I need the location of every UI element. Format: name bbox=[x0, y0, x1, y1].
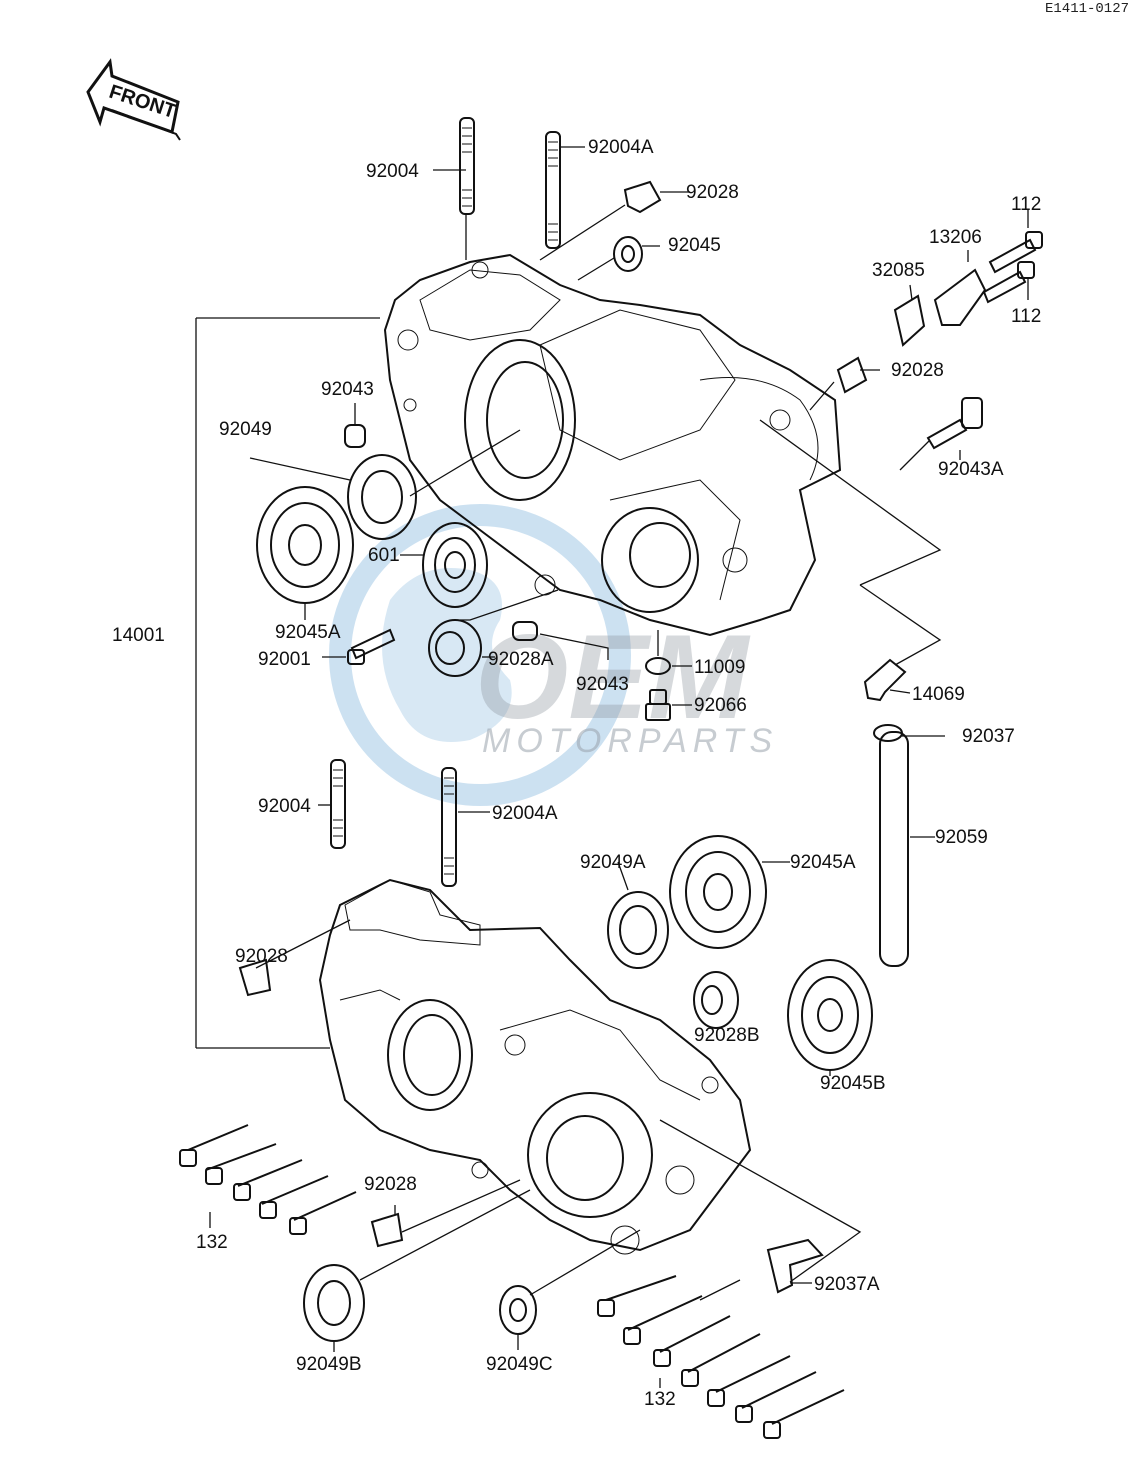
callout-92043-mid: 92043 bbox=[576, 674, 629, 695]
bolt-112-b bbox=[982, 261, 1035, 304]
callout-132-left: 132 bbox=[196, 1232, 228, 1253]
callout-14001: 14001 bbox=[112, 625, 165, 646]
collar-92028-right bbox=[836, 356, 868, 394]
callout-92004A-low: 92004A bbox=[492, 803, 558, 824]
oil-seal-92049C bbox=[499, 1285, 537, 1335]
callout-92045-top: 92045 bbox=[668, 235, 721, 256]
collar-92028B bbox=[693, 971, 739, 1029]
collar-92028A bbox=[428, 619, 482, 677]
callout-92045B: 92045B bbox=[820, 1073, 886, 1094]
bolt-92001 bbox=[347, 628, 396, 665]
callout-112-b: 112 bbox=[1011, 306, 1041, 327]
bracket-92037A bbox=[766, 1238, 824, 1294]
callout-11009: 11009 bbox=[694, 657, 745, 678]
bearing-92045B bbox=[787, 959, 873, 1071]
watermark-logo: OEM MOTORPARTS bbox=[329, 504, 778, 806]
bolt-set-132-left bbox=[179, 1124, 357, 1235]
bearing-92045A-left bbox=[256, 486, 354, 604]
oil-seal-92049 bbox=[347, 454, 417, 540]
callout-92004-low: 92004 bbox=[258, 796, 311, 817]
callout-92043-left: 92043 bbox=[321, 379, 374, 400]
callout-13206: 13206 bbox=[929, 227, 982, 248]
callout-92059: 92059 bbox=[935, 827, 988, 848]
callout-132-right: 132 bbox=[644, 1389, 676, 1410]
callout-labels: 92004 92004A 92028 92045 112 13206 32085… bbox=[112, 137, 1041, 1410]
breather-tube-92059 bbox=[879, 731, 909, 967]
callout-92004-top: 92004 bbox=[366, 161, 419, 182]
fitting-92043A bbox=[926, 397, 983, 450]
plate-13206 bbox=[933, 268, 987, 326]
elbow-fitting-14069 bbox=[863, 658, 907, 702]
diagram-ref-code: E1411-0127 bbox=[1045, 1, 1129, 17]
bearing-92045-top bbox=[613, 236, 643, 272]
lower-crankcase-half bbox=[318, 878, 752, 1255]
collar-92028-top bbox=[623, 180, 662, 214]
callout-92001: 92001 bbox=[258, 649, 311, 670]
callout-92043A: 92043A bbox=[938, 459, 1004, 480]
drain-plug-92066 bbox=[645, 689, 671, 721]
bearing-601 bbox=[422, 522, 488, 608]
dowel-pin-92043-left bbox=[344, 424, 366, 448]
front-arrow-icon: FRONT bbox=[86, 58, 181, 141]
bearing-92045A-low bbox=[669, 835, 767, 949]
callout-92028-right: 92028 bbox=[891, 360, 944, 381]
dowel-pin-92043-mid bbox=[512, 621, 538, 641]
callout-92045A-left: 92045A bbox=[275, 622, 341, 643]
washer-11009 bbox=[645, 657, 671, 675]
collar-92028-low bbox=[238, 958, 272, 997]
oil-seal-92049A bbox=[607, 891, 669, 969]
callout-92049C: 92049C bbox=[486, 1354, 553, 1375]
callout-601: 601 bbox=[368, 545, 400, 566]
upper-crankcase-half bbox=[383, 253, 842, 637]
watermark-main: OEM bbox=[475, 610, 751, 744]
bracket-32085 bbox=[893, 294, 926, 347]
callout-92049B: 92049B bbox=[296, 1354, 362, 1375]
callout-32085: 32085 bbox=[872, 260, 925, 281]
callout-112-a: 112 bbox=[1011, 194, 1041, 215]
stud-92004A-top bbox=[545, 131, 561, 249]
callout-92037A: 92037A bbox=[814, 1274, 880, 1295]
stud-92004-low bbox=[330, 759, 346, 849]
collar-92028-bottom bbox=[370, 1212, 404, 1248]
stud-92004A-low bbox=[441, 767, 457, 887]
bolt-112-a bbox=[988, 231, 1043, 274]
callout-92028B: 92028B bbox=[694, 1025, 760, 1046]
callout-14069: 14069 bbox=[912, 684, 965, 705]
callout-92028-bottom: 92028 bbox=[364, 1174, 417, 1195]
stud-92004-top bbox=[459, 117, 475, 215]
callout-92004A-top: 92004A bbox=[588, 137, 654, 158]
callout-92049: 92049 bbox=[219, 419, 272, 440]
callout-92066: 92066 bbox=[694, 695, 747, 716]
watermark-sub: MOTORPARTS bbox=[482, 722, 778, 760]
callout-92049A: 92049A bbox=[580, 852, 646, 873]
oil-seal-92049B bbox=[303, 1264, 365, 1342]
leader-lines bbox=[195, 146, 1029, 1388]
bolt-set-132-right bbox=[597, 1275, 845, 1439]
callout-92028-low: 92028 bbox=[235, 946, 288, 967]
callout-92028-top: 92028 bbox=[686, 182, 739, 203]
callout-92037: 92037 bbox=[962, 726, 1015, 747]
callout-92045A-low: 92045A bbox=[790, 852, 856, 873]
callout-92028A: 92028A bbox=[488, 649, 554, 670]
